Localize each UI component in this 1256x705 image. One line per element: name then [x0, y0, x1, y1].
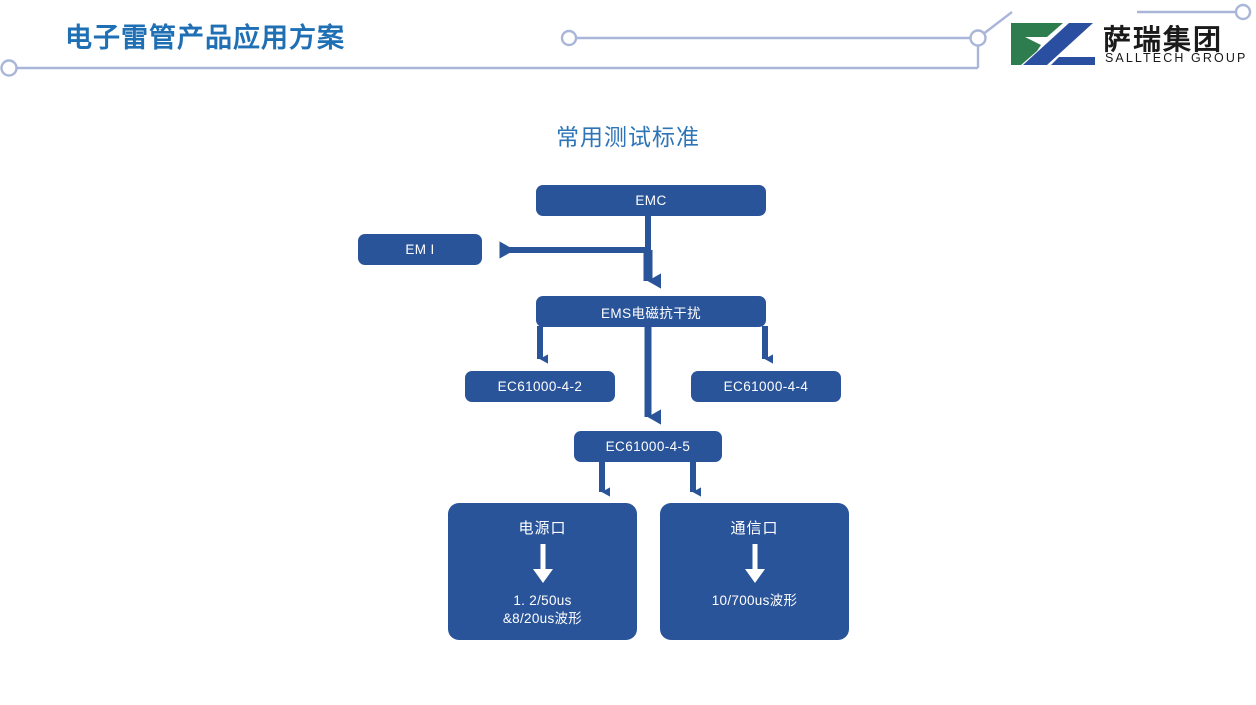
- node-power-port-title: 电源口: [518, 520, 567, 537]
- node-ec42-label: EC61000-4-2: [497, 379, 583, 394]
- node-emc[interactable]: EMC: [536, 185, 766, 216]
- deco-node-junction: [969, 29, 987, 47]
- node-power-port[interactable]: 电源口 1. 2/50us &8/20us波形: [448, 503, 637, 640]
- node-power-port-line1: 1. 2/50us: [513, 593, 572, 608]
- deco-node-right: [1234, 3, 1252, 21]
- brand-logo: 萨瑞集团 SALLTECH GROUP: [1007, 18, 1247, 72]
- down-arrow-icon: [744, 544, 765, 583]
- deco-node-mid: [560, 29, 578, 47]
- node-comm-port-line1: 10/700us波形: [711, 593, 798, 608]
- node-comm-port-title: 通信口: [730, 520, 779, 537]
- node-ec45-label: EC61000-4-5: [605, 439, 691, 454]
- header-decoration: [0, 3, 1252, 77]
- salltech-logo-icon: [1011, 23, 1095, 65]
- node-comm-port[interactable]: 通信口 10/700us波形: [660, 503, 849, 640]
- node-emi-label: EM I: [405, 242, 435, 257]
- node-ec61000-4-5[interactable]: EC61000-4-5: [574, 431, 722, 462]
- node-ec61000-4-4[interactable]: EC61000-4-4: [691, 371, 841, 402]
- node-emc-label: EMC: [635, 193, 667, 208]
- node-emi[interactable]: EM I: [358, 234, 482, 265]
- deco-node-left: [0, 59, 18, 77]
- diagram-title: 常用测试标准: [556, 124, 700, 150]
- logo-name-cn: 萨瑞集团: [1103, 24, 1224, 55]
- page-title: 电子雷管产品应用方案: [65, 23, 345, 53]
- down-arrow-icon: [532, 544, 553, 583]
- logo-name-en: SALLTECH GROUP: [1105, 51, 1248, 65]
- node-ems-label: EMS电磁抗干扰: [601, 305, 701, 321]
- node-power-port-line2: &8/20us波形: [502, 611, 583, 627]
- node-ems[interactable]: EMS电磁抗干扰: [536, 296, 766, 327]
- node-ec44-label: EC61000-4-4: [723, 379, 809, 394]
- node-ec61000-4-2[interactable]: EC61000-4-2: [465, 371, 615, 402]
